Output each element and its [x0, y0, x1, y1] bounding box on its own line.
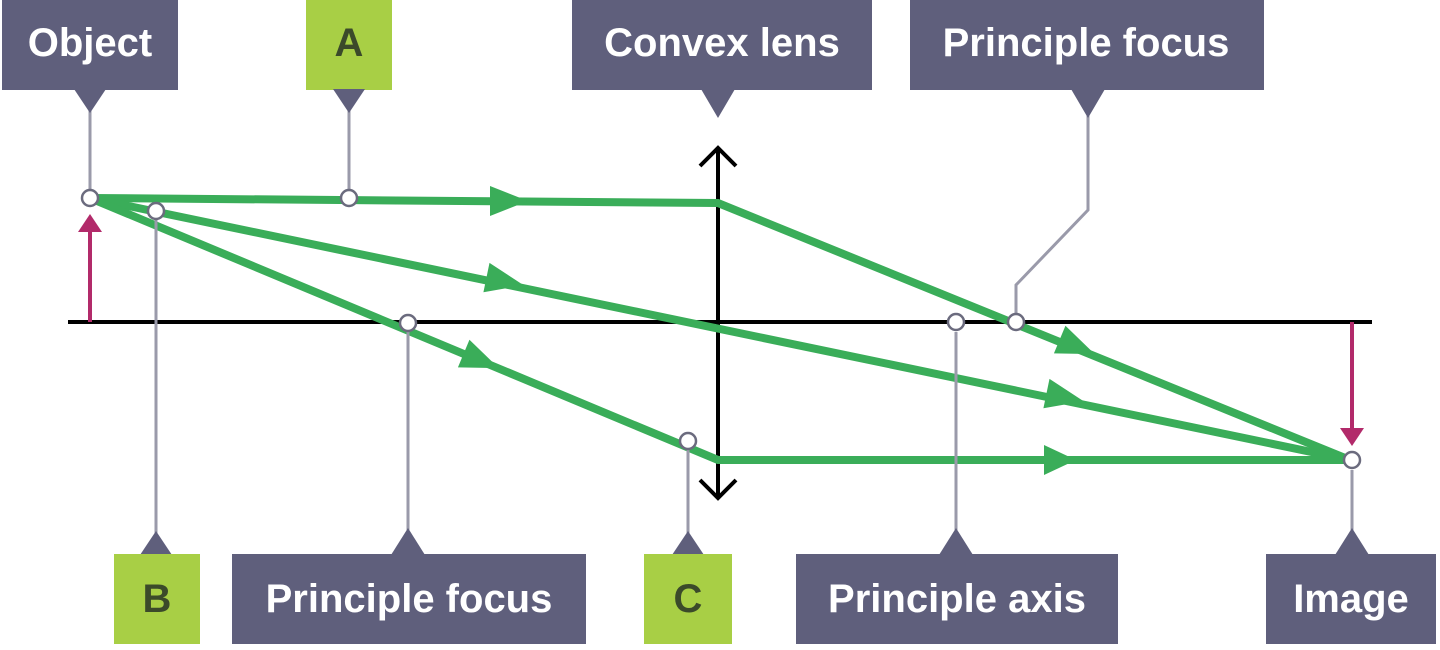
marker-principle-focus-left [398, 313, 418, 333]
label-principle-focus-bottom-text: Principle focus [266, 577, 553, 621]
object-arrow [78, 214, 102, 322]
marker-image [1342, 450, 1362, 470]
ray-arrowhead [1044, 445, 1076, 475]
label-principle-axis-text: Principle axis [828, 577, 1086, 621]
light-rays [86, 194, 1354, 464]
pointer-principle-focus-top [1014, 110, 1090, 314]
label-image-text: Image [1293, 577, 1409, 621]
ray-through-centre [86, 194, 1354, 464]
marker-points [80, 188, 1362, 470]
label-principle-focus-bottom: Principle focus [232, 528, 586, 644]
marker-principle-axis [946, 312, 966, 332]
ray-direction-arrows [457, 186, 1095, 475]
label-convex-lens-text: Convex lens [604, 21, 840, 65]
pointer-lines [88, 110, 1354, 535]
ray-through-focus [86, 194, 1354, 464]
label-convex-lens: Convex lens [572, 0, 872, 118]
ray-arrowhead [483, 262, 524, 293]
image-arrow [1340, 322, 1364, 446]
label-b: B [114, 531, 200, 644]
label-a: A [306, 0, 392, 113]
label-b-text: B [143, 577, 172, 621]
marker-b [146, 201, 166, 221]
marker-a [339, 188, 359, 208]
label-image: Image [1266, 528, 1436, 644]
ray-arrowhead [1043, 378, 1084, 409]
label-object-text: Object [28, 21, 152, 65]
label-principle-focus-top: Principle focus [910, 0, 1264, 118]
label-c: C [644, 531, 732, 644]
label-a-text: A [335, 21, 364, 65]
label-principle-axis: Principle axis [796, 528, 1118, 644]
ray-arrowhead [1053, 325, 1095, 355]
label-principle-focus-top-text: Principle focus [943, 21, 1230, 65]
ray-arrowhead [457, 339, 499, 369]
marker-c [678, 431, 698, 451]
label-c-text: C [674, 577, 703, 621]
ray-parallel [86, 194, 1354, 464]
marker-object [80, 188, 100, 208]
ray-arrowhead [490, 186, 528, 216]
marker-principle-focus-right [1006, 312, 1026, 332]
label-object: Object [2, 0, 178, 113]
